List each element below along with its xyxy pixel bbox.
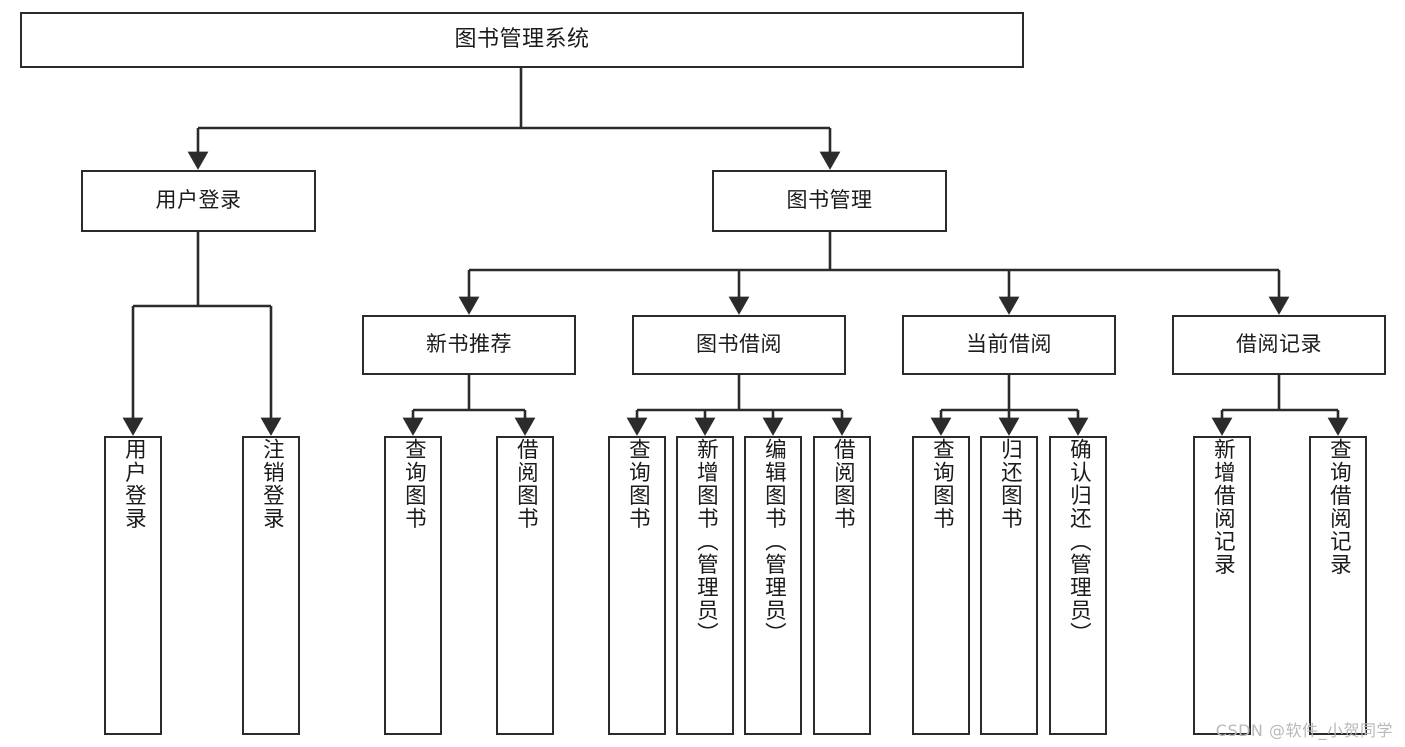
node-user-login-label: 用户登录	[155, 188, 242, 213]
node-root-system[interactable]: 图书管理系统	[20, 12, 1024, 68]
node-leaf-query-book-3[interactable]: 查询图书	[912, 436, 970, 735]
node-current-borrow-label: 当前借阅	[966, 332, 1052, 357]
node-leaf-add-record[interactable]: 新增借阅记录	[1193, 436, 1251, 735]
node-leaf-query-book-2[interactable]: 查询图书	[608, 436, 666, 735]
node-root-label: 图书管理系统	[454, 26, 590, 52]
node-leaf-query-record-label: 查询借阅记录	[1326, 438, 1352, 576]
node-leaf-query-record[interactable]: 查询借阅记录	[1309, 436, 1367, 735]
node-new-book-recommend-label: 新书推荐	[426, 332, 512, 357]
node-leaf-confirm-return[interactable]: 确认归还（管理员）	[1049, 436, 1107, 735]
node-leaf-user-logout[interactable]: 注销登录	[242, 436, 300, 735]
node-leaf-user-login-label: 用户登录	[121, 438, 147, 530]
node-book-management[interactable]: 图书管理	[712, 170, 947, 232]
node-leaf-borrow-book-1[interactable]: 借阅图书	[496, 436, 554, 735]
node-leaf-edit-book[interactable]: 编辑图书（管理员）	[744, 436, 802, 735]
node-leaf-return-book-label: 归还图书	[997, 438, 1023, 530]
node-leaf-borrow-book-2-label: 借阅图书	[830, 438, 856, 530]
node-book-borrow[interactable]: 图书借阅	[632, 315, 846, 375]
node-leaf-query-book-1-label: 查询图书	[401, 438, 427, 530]
node-leaf-user-login[interactable]: 用户登录	[104, 436, 162, 735]
node-current-borrow[interactable]: 当前借阅	[902, 315, 1116, 375]
node-leaf-edit-book-label: 编辑图书（管理员）	[761, 438, 787, 645]
node-leaf-add-book[interactable]: 新增图书（管理员）	[676, 436, 734, 735]
node-leaf-return-book[interactable]: 归还图书	[980, 436, 1038, 735]
node-borrow-record[interactable]: 借阅记录	[1172, 315, 1386, 375]
node-new-book-recommend[interactable]: 新书推荐	[362, 315, 576, 375]
node-leaf-user-logout-label: 注销登录	[259, 438, 285, 530]
node-borrow-record-label: 借阅记录	[1236, 332, 1322, 357]
node-leaf-confirm-return-label: 确认归还（管理员）	[1066, 438, 1092, 645]
node-book-management-label: 图书管理	[786, 188, 873, 213]
node-leaf-add-book-label: 新增图书（管理员）	[693, 438, 719, 645]
node-leaf-borrow-book-2[interactable]: 借阅图书	[813, 436, 871, 735]
node-leaf-query-book-3-label: 查询图书	[929, 438, 955, 530]
node-leaf-query-book-2-label: 查询图书	[625, 438, 651, 530]
node-user-login[interactable]: 用户登录	[81, 170, 316, 232]
node-leaf-add-record-label: 新增借阅记录	[1210, 438, 1236, 576]
node-book-borrow-label: 图书借阅	[696, 332, 782, 357]
node-leaf-query-book-1[interactable]: 查询图书	[384, 436, 442, 735]
node-leaf-borrow-book-1-label: 借阅图书	[513, 438, 539, 530]
